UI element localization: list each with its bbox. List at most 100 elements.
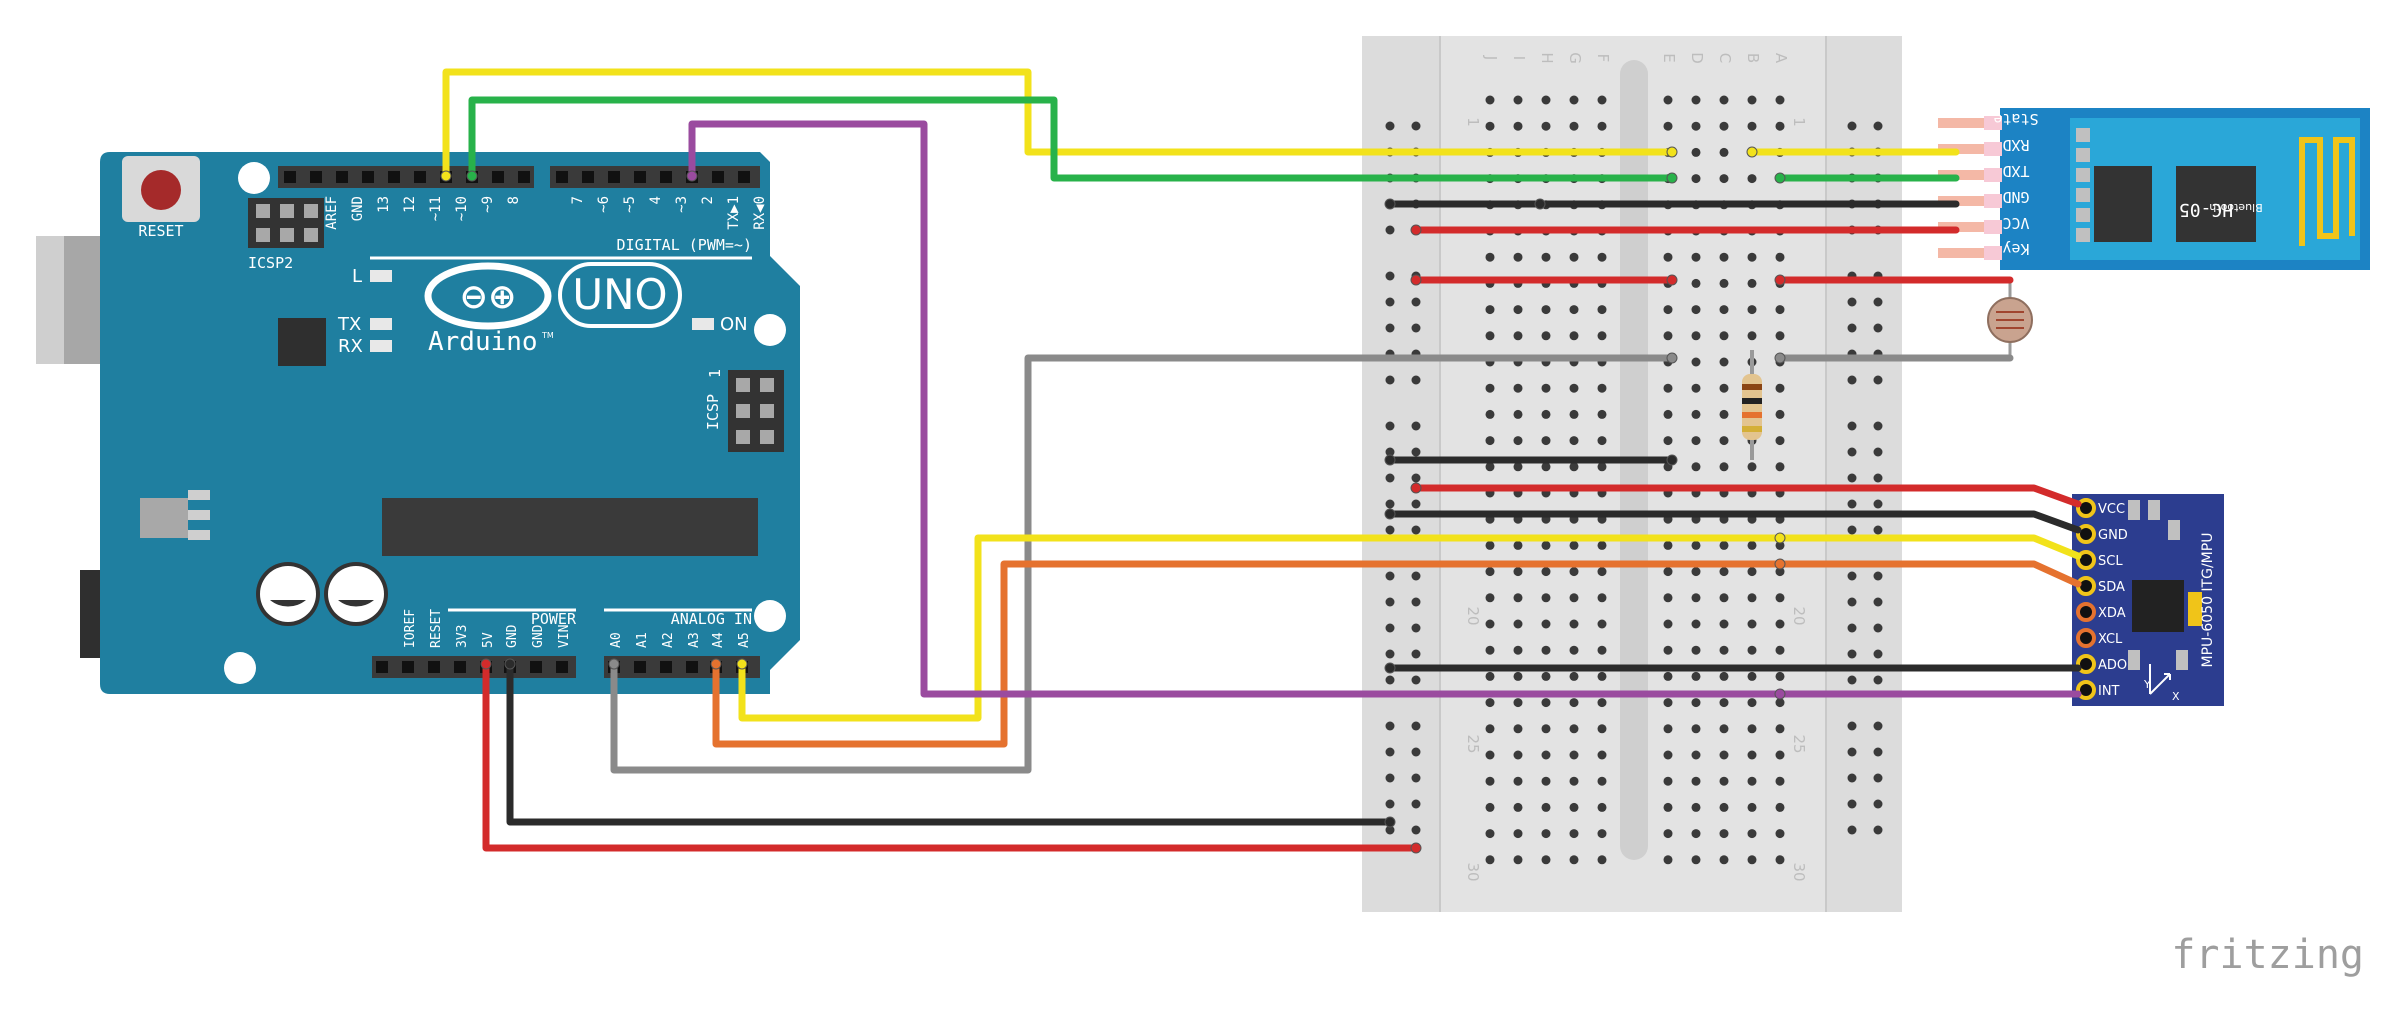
breadboard-hole (1569, 829, 1579, 839)
breadboard-right-rail (1826, 36, 1902, 912)
breadboard-hole (1775, 645, 1785, 655)
hc05-pin-housing (1984, 246, 2002, 260)
breadboard-hole (1691, 829, 1701, 839)
capacitor (256, 562, 320, 626)
smd-component (2176, 650, 2188, 670)
breadboard-hole (1775, 671, 1785, 681)
header-hole (738, 171, 750, 183)
wire-yellow-d11[interactable] (442, 68, 1676, 180)
rail-hole (1847, 473, 1857, 483)
breadboard-hole (1541, 776, 1551, 786)
breadboard-hole (1691, 619, 1701, 629)
wire-end (1384, 662, 1396, 674)
breadboard-hole (1597, 671, 1607, 681)
breadboard-hole (1485, 95, 1495, 105)
wire-end (1384, 454, 1396, 466)
wire-end (466, 170, 478, 182)
breadboard-hole (1719, 147, 1729, 157)
header-pin (256, 228, 270, 242)
arduino-logo: ⊖⊕ UNO Arduino TM (424, 262, 682, 357)
breadboard-hole (1541, 252, 1551, 262)
breadboard-hole (1691, 645, 1701, 655)
breadboard-left-rail (1362, 36, 1440, 912)
wire-yellow-a5-scl[interactable] (738, 534, 2082, 722)
wire-end (480, 658, 492, 670)
breadboard-hole (1485, 750, 1495, 760)
rail-hole (1411, 597, 1421, 607)
wire-black-mpu-gnd[interactable] (1386, 510, 2082, 534)
breadboard-hole (1719, 436, 1729, 446)
breadboard-hole (1747, 305, 1757, 315)
breadboard-hole (1597, 252, 1607, 262)
wire-end (440, 170, 452, 182)
breadboard-hole (1541, 436, 1551, 446)
wire-red-mpu-vcc[interactable] (1412, 484, 2082, 508)
resistor-band (1742, 384, 1762, 390)
breadboard-hole (1663, 252, 1673, 262)
mpu6050-label: MPU-6050 ITG/MPU (2200, 533, 2216, 668)
header-pin (760, 430, 774, 444)
breadboard-hole (1513, 750, 1523, 760)
rail-hole (1385, 675, 1395, 685)
wire-green-d10[interactable] (468, 96, 1676, 182)
rail-hole (1385, 499, 1395, 509)
rail-hole (1873, 799, 1883, 809)
pin-label-a2: A2 (661, 632, 676, 648)
rail-hole (1411, 571, 1421, 581)
wire-end (736, 658, 748, 670)
breadboard-hole (1541, 619, 1551, 629)
breadboard-hole (1691, 776, 1701, 786)
breadboard-hole (1597, 436, 1607, 446)
breadboard-hole (1691, 802, 1701, 812)
breadboard-hole (1597, 305, 1607, 315)
header-hole (428, 661, 440, 673)
wire-end (1384, 508, 1396, 520)
breadboard-hole (1663, 593, 1673, 603)
wire-end (1774, 532, 1786, 544)
wire-orange-a4-sda[interactable] (712, 560, 2082, 748)
rail-hole (1385, 747, 1395, 757)
breadboard-hole (1513, 829, 1523, 839)
wire-end (1410, 842, 1422, 854)
header-hole (634, 171, 646, 183)
wire-gray-a0[interactable] (610, 354, 1676, 774)
capacitor-top (328, 566, 384, 622)
wire-red-5v-rail[interactable] (482, 660, 1420, 852)
header-pin (280, 228, 294, 242)
breadboard-hole (1691, 698, 1701, 708)
wire-black-gnd-rail[interactable] (506, 660, 1394, 826)
rail-hole (1873, 375, 1883, 385)
hc05-pin-housing (1984, 220, 2002, 234)
mpu-pin-scl: SCL (2098, 554, 2123, 569)
breadboard-hole (1541, 305, 1551, 315)
column-label: C (1716, 53, 1734, 63)
breadboard-hole (1513, 724, 1523, 734)
row-number: 25 (1464, 734, 1482, 753)
hc05-chip (2094, 166, 2152, 242)
digital-header-right (550, 166, 760, 188)
rail-hole (1873, 825, 1883, 835)
capacitor-top (260, 566, 316, 622)
breadboard-hole (1775, 593, 1785, 603)
header-hole (518, 171, 530, 183)
column-label: F (1594, 54, 1612, 63)
rail-hole (1847, 721, 1857, 731)
header-hole (284, 171, 296, 183)
rail-hole (1847, 525, 1857, 535)
header-pin (760, 378, 774, 392)
breadboard-hole (1719, 174, 1729, 184)
rail-hole (1873, 499, 1883, 509)
breadboard-hole (1747, 278, 1757, 288)
breadboard-hole (1485, 567, 1495, 577)
reset-button-cap[interactable] (141, 170, 181, 210)
breadboard-hole (1569, 95, 1579, 105)
pin-label-gnd: GND (531, 624, 546, 648)
pin-label-13: 13 (376, 196, 392, 213)
wire-end (1774, 688, 1786, 700)
breadboard-hole (1691, 252, 1701, 262)
pin-label-7: 7 (570, 196, 586, 204)
rail-hole (1847, 375, 1857, 385)
mpu6050-pins (2076, 498, 2096, 700)
breadboard-hole (1663, 698, 1673, 708)
wire-purple-d2-int[interactable] (688, 120, 2082, 698)
